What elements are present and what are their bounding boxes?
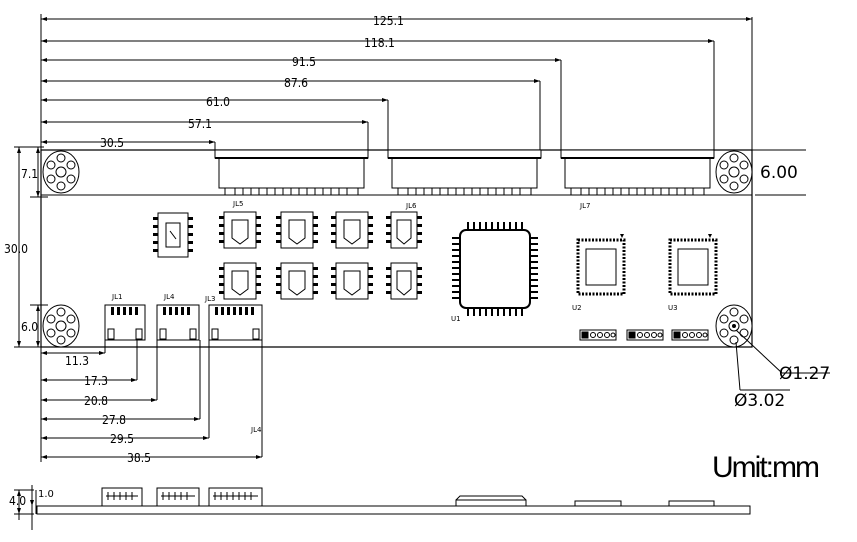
pin-header — [627, 330, 663, 340]
dim-label: 30.5 — [100, 136, 124, 150]
chip-label: U3 — [668, 304, 678, 312]
plcc-chip-u3 — [670, 234, 716, 294]
dim-label: 20.8 — [84, 394, 108, 408]
bottom-dimensions — [41, 340, 262, 462]
hole-leaders — [736, 330, 830, 390]
top-dimensions — [41, 14, 752, 195]
small-ic — [276, 263, 318, 299]
dim-label: 61.0 — [206, 95, 230, 109]
connector-label: JL4 — [163, 293, 175, 301]
left-dimension-arrows — [17, 147, 40, 347]
soic-chip — [153, 213, 193, 257]
connector-label: JL3 — [204, 295, 215, 303]
connector-label: JL4 — [250, 426, 262, 434]
dim-label: 30.0 — [4, 242, 28, 256]
small-ic — [276, 212, 318, 248]
dim-label: 17.3 — [84, 374, 108, 388]
connector-label: JL7 — [579, 202, 590, 210]
bottom-dimension-arrows — [41, 351, 262, 459]
dim-label: 6.00 — [760, 163, 798, 183]
qfp-chip-u1 — [452, 222, 538, 316]
ic-grid — [219, 212, 422, 299]
mounting-hole — [42, 150, 80, 194]
small-ic — [331, 212, 373, 248]
dim-label: 125.1 — [373, 14, 404, 28]
dim-label: 87.6 — [284, 76, 308, 90]
pin-header — [672, 330, 708, 340]
dim-label: 27.8 — [102, 413, 126, 427]
connector-label: JL5 — [232, 200, 243, 208]
small-ic — [386, 263, 422, 299]
bottom-connector — [105, 305, 145, 340]
small-ic — [219, 212, 261, 248]
connector-label: JL6 — [405, 202, 417, 210]
small-ic — [331, 263, 373, 299]
dim-label: 11.3 — [65, 354, 89, 368]
dim-label: 38.5 — [127, 451, 151, 465]
dim-label: 91.5 — [292, 55, 316, 69]
top-dimension-arrows — [41, 17, 752, 144]
dim-label: 29.5 — [110, 432, 134, 446]
dim-label: Ø3.02 — [734, 391, 785, 411]
dim-label: 6.0 — [21, 320, 38, 334]
small-ic — [219, 263, 261, 299]
unit-label: Umit:mm — [712, 451, 819, 484]
side-dimension-arrows — [17, 490, 34, 514]
dim-label: 118.1 — [364, 36, 395, 50]
mounting-hole — [715, 304, 753, 348]
mounting-hole — [42, 304, 80, 348]
pin-header — [580, 330, 616, 340]
dsub-connector — [215, 150, 368, 195]
dim-label: 7.1 — [21, 167, 38, 181]
dsub-connector — [561, 150, 714, 195]
connector-label: JL1 — [111, 293, 122, 301]
chip-label: U1 — [451, 315, 461, 323]
dim-label: Ø1.27 — [779, 364, 830, 384]
side-view — [14, 485, 750, 530]
top-dimension-labels: 125.1 118.1 91.5 87.6 61.0 57.1 30.5 — [100, 14, 404, 150]
small-ic — [386, 212, 422, 248]
dim-label: 57.1 — [188, 117, 212, 131]
chip-label: U2 — [572, 304, 582, 312]
dim-label: 1.0 — [38, 489, 54, 500]
bottom-connector — [157, 305, 199, 340]
dsub-connector — [388, 150, 541, 195]
mounting-hole — [715, 150, 753, 194]
plcc-chip-u2 — [578, 234, 624, 294]
bottom-connector — [209, 305, 262, 340]
dim-label: 4.0 — [9, 494, 26, 508]
